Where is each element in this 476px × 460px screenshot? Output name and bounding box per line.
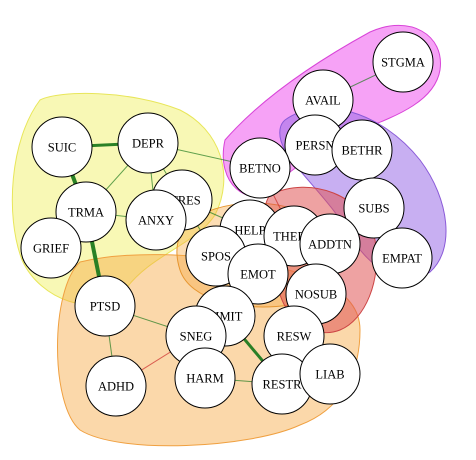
node-bethr[interactable]: BETHR (331, 119, 393, 181)
node-liab[interactable]: LIAB (299, 343, 361, 405)
node-circle (117, 112, 179, 174)
node-label: STGMA (381, 56, 425, 70)
node-harm[interactable]: HARM (174, 347, 236, 409)
node-circle (125, 189, 187, 251)
node-label: PTSD (90, 300, 121, 314)
node-label: PERSN (296, 139, 335, 153)
node-circle (20, 217, 82, 279)
node-circle (74, 275, 136, 337)
node-circle (372, 31, 434, 93)
node-circle (174, 347, 236, 409)
node-circle (227, 243, 289, 305)
node-depr[interactable]: DEPR (117, 112, 179, 174)
node-persn[interactable]: PERSN (284, 114, 346, 176)
node-betno[interactable]: BETNO (229, 137, 291, 199)
node-stgma[interactable]: STGMA (372, 31, 434, 93)
nodes: STGMA AVAIL PERSN BETHR BETNO SUBS EMPAT SUIC DE… (20, 31, 434, 417)
node-label: HELP (234, 224, 265, 238)
node-circle (229, 137, 291, 199)
node-label: GRIEF (33, 242, 69, 256)
node-label: RESW (277, 330, 312, 344)
node-avail[interactable]: AVAIL (292, 69, 354, 131)
node-ptsd[interactable]: PTSD (74, 275, 136, 337)
node-label: EMPAT (382, 252, 422, 266)
node-resw[interactable]: RESW (263, 305, 325, 367)
node-label: ADDTN (308, 238, 352, 252)
node-subs[interactable]: SUBS (343, 177, 405, 239)
node-label: ADHD (98, 380, 134, 394)
node-restr[interactable]: RESTR (251, 353, 313, 415)
node-label: BETNO (239, 162, 281, 176)
node-circle (85, 355, 147, 417)
node-addtn[interactable]: ADDTN (299, 213, 361, 275)
node-label: SNEG (180, 330, 213, 344)
node-label: EMOT (240, 268, 276, 282)
node-label: NOSUB (295, 288, 337, 302)
node-label: ANXY (138, 214, 174, 228)
node-adhd[interactable]: ADHD (85, 355, 147, 417)
node-label: LIAB (315, 368, 344, 382)
node-circle (31, 116, 93, 178)
node-label: RESTR (263, 378, 303, 392)
node-label: SUIC (48, 141, 76, 155)
node-label: SUBS (358, 202, 389, 216)
node-label: TRMA (68, 206, 104, 220)
node-label: DEPR (132, 137, 165, 151)
node-circle (371, 227, 433, 289)
node-emot[interactable]: EMOT (227, 243, 289, 305)
node-anxy[interactable]: ANXY (125, 189, 187, 251)
node-label: HARM (186, 372, 224, 386)
node-label: BETHR (342, 144, 384, 158)
node-empat[interactable]: EMPAT (371, 227, 433, 289)
node-label: SPOS (201, 250, 231, 264)
node-circle (343, 177, 405, 239)
node-grief[interactable]: GRIEF (20, 217, 82, 279)
node-circle (299, 343, 361, 405)
node-suic[interactable]: SUIC (31, 116, 93, 178)
node-label: AVAIL (305, 94, 341, 108)
